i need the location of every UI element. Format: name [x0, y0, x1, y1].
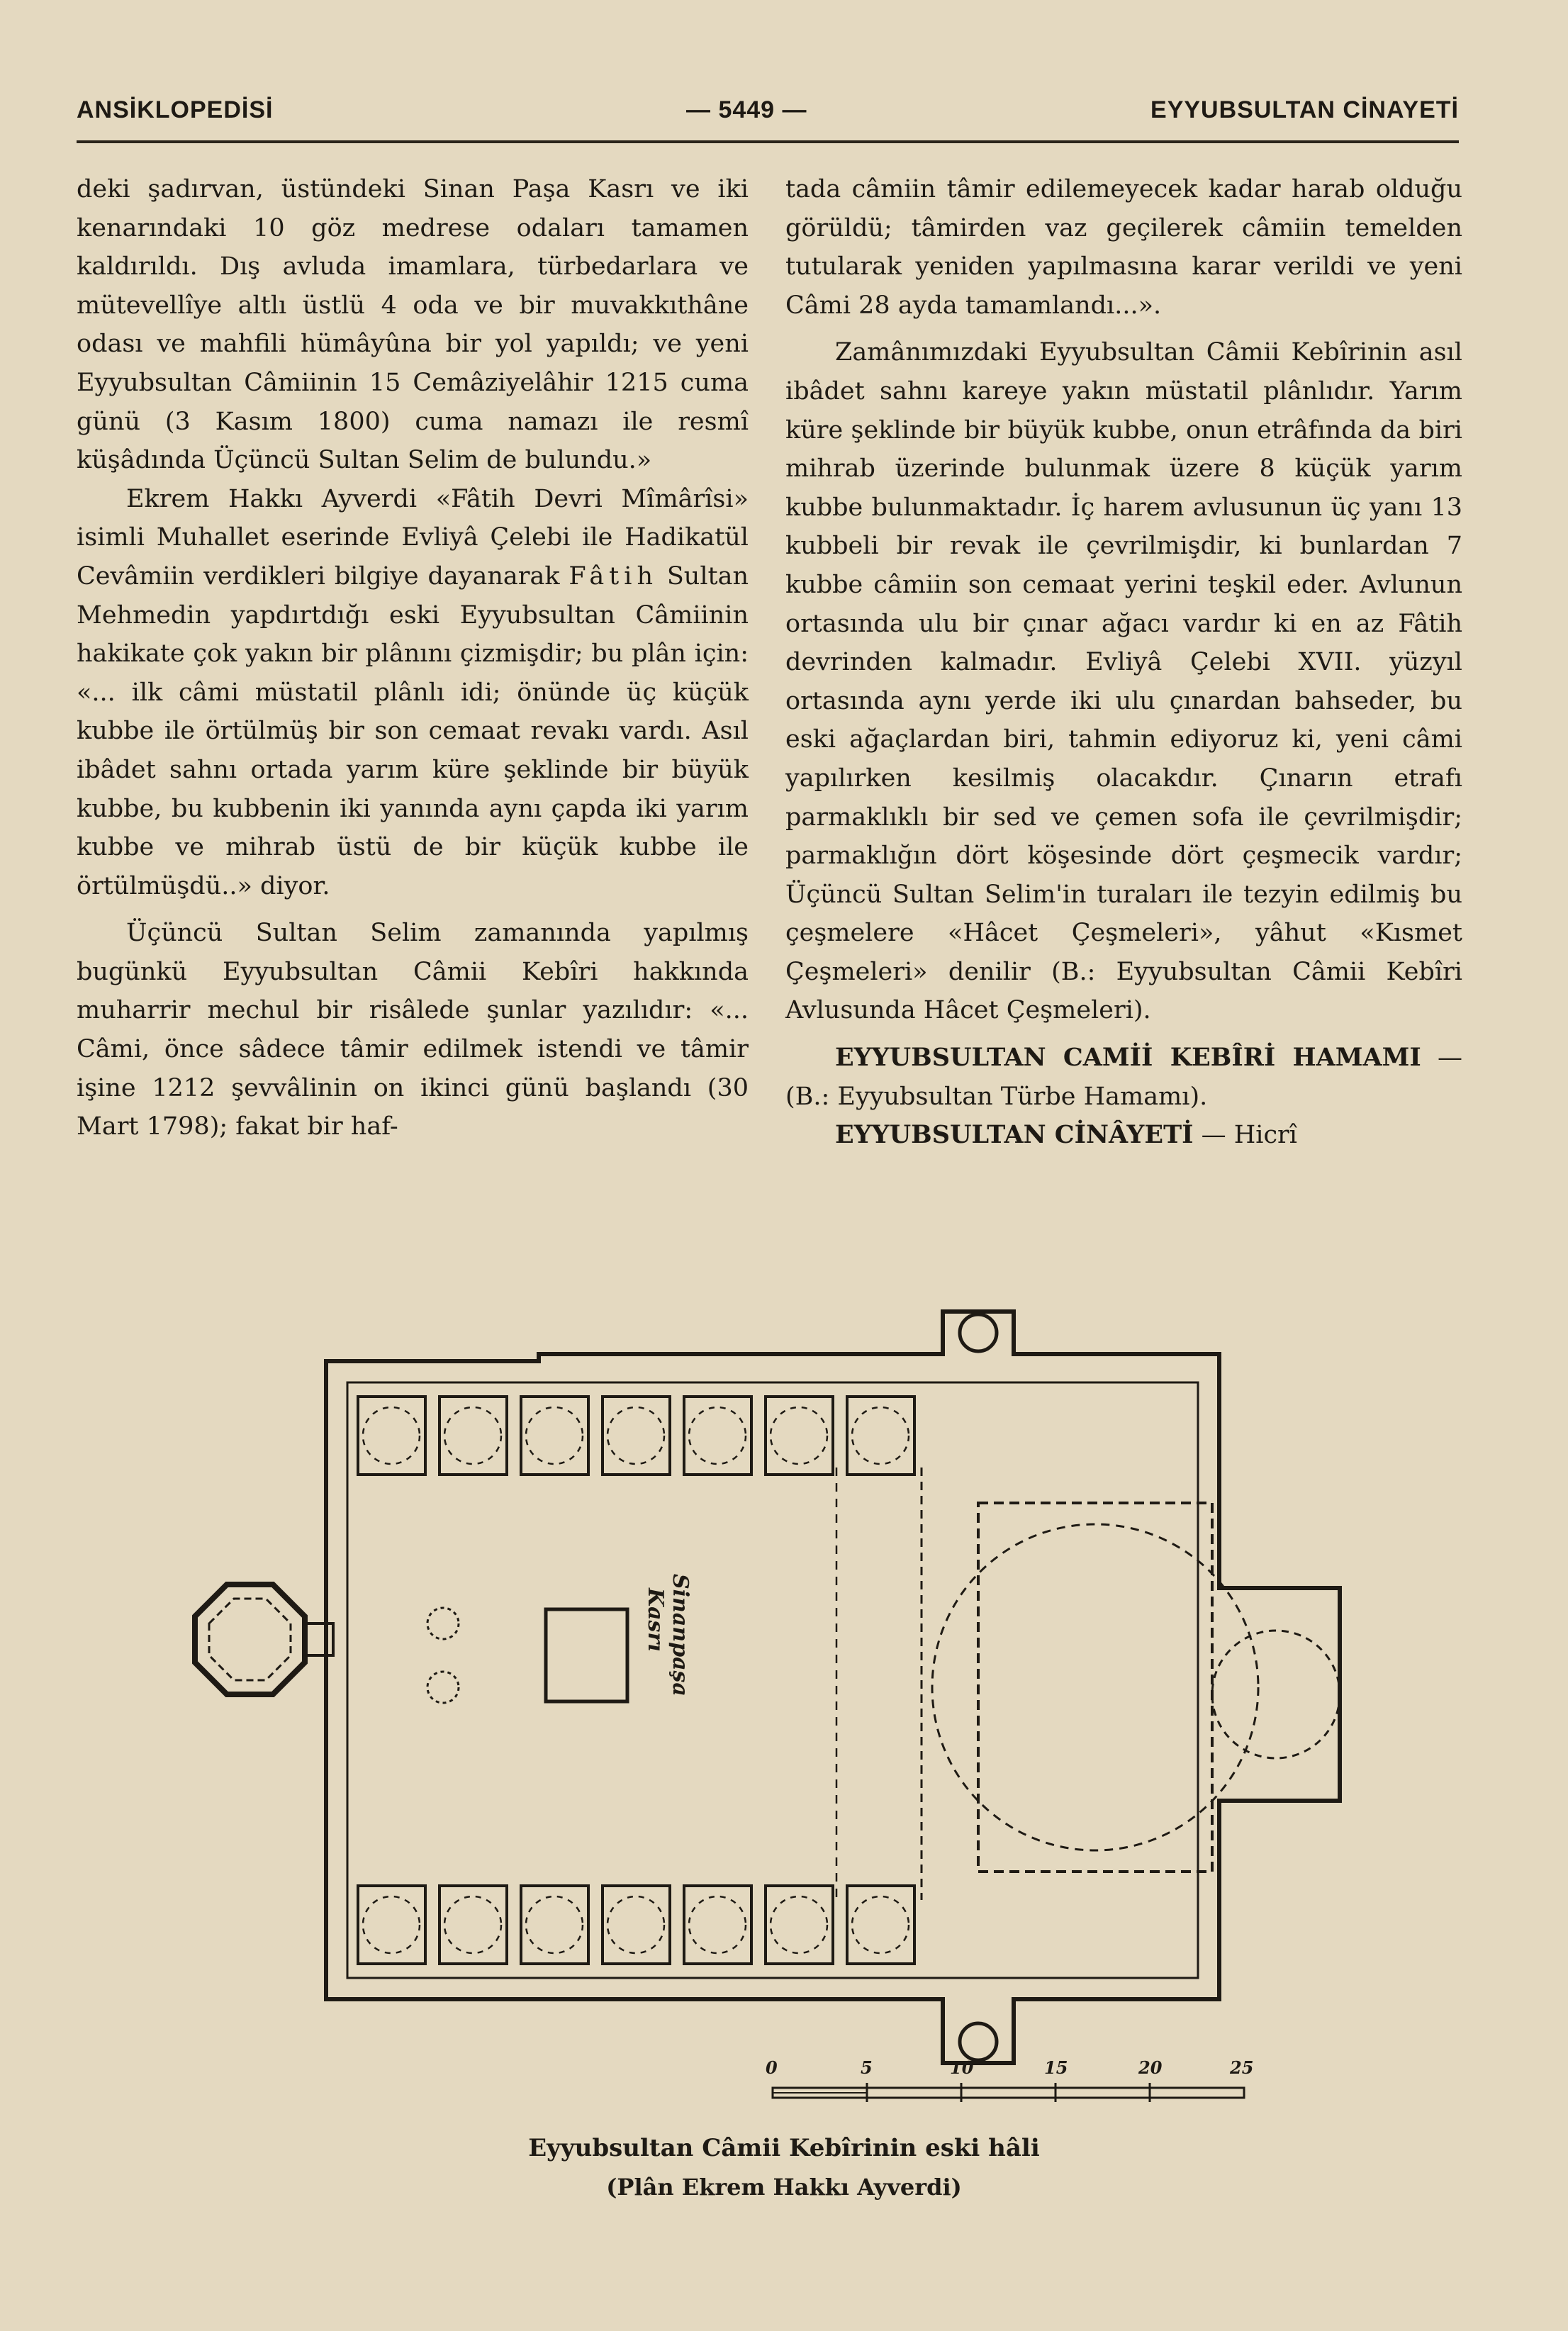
right-column: tada câmiin tâmir edilemeyecek kadar har…	[785, 170, 1462, 1155]
left-column: deki şadırvan, üstündeki Sinan Paşa Kasr…	[77, 170, 749, 1146]
left-paragraph-1: deki şadırvan, üstündeki Sinan Paşa Kasr…	[77, 175, 749, 475]
scale-label-25: 25	[1229, 2057, 1253, 2078]
left-paragraph-2-start: Ekrem Hakkı Ayverdi «Fâtih Devri Mîmârîs…	[77, 484, 749, 591]
scale-label-10: 10	[950, 2057, 974, 2078]
plan-bottom-rooms	[357, 1884, 916, 1965]
entry-cinayeti: EYYUBSULTAN CİNÂYETİ — Hicrî	[785, 1116, 1462, 1155]
plan-minaret-bottom	[958, 2021, 999, 2062]
plan-label-line1: Sinanpaşa	[668, 1574, 693, 1696]
right-paragraph-1: tada câmiin tâmir edilemeyecek kadar har…	[785, 175, 1462, 320]
left-paragraph-3: Üçüncü Sultan Selim zamanında yapılmış b…	[77, 919, 749, 1141]
plan-octagon-kiosk	[192, 1582, 308, 1697]
left-paragraph-2: Ekrem Hakkı Ayverdi «Fâtih Devri Mîmârîs…	[77, 480, 749, 906]
running-header: ANSİKLOPEDİSİ — 5449 — EYYUBSULTAN CİNAY…	[77, 91, 1459, 133]
figure-caption: Eyyubsultan Câmii Kebîrinin eski hâli	[528, 2134, 1040, 2162]
header-right-title: EYYUBSULTAN CİNAYETİ	[1150, 96, 1459, 123]
plan-outer-wall	[324, 1309, 1342, 2065]
header-left-title: ANSİKLOPEDİSİ	[77, 96, 274, 123]
page-number: — 5449 —	[686, 96, 807, 123]
scale-label-5: 5	[861, 2057, 873, 2078]
mosque-floor-plan: Sinanpaşa Kasrı 0 5 10 15 20 25	[192, 1309, 1342, 2102]
plan-minaret-top	[958, 1312, 999, 1353]
plan-scale-bar	[771, 2083, 1245, 2102]
entry-cinayeti-heading: EYYUBSULTAN CİNÂYETİ	[835, 1120, 1194, 1150]
left-paragraph-2-end: Sultan Mehmedin yapdırtdığı eski Eyyubsu…	[77, 561, 749, 900]
right-paragraph-2: Zamânımızdaki Eyyubsultan Câmii Kebîrini…	[785, 338, 1462, 1025]
plan-main-dome	[931, 1523, 1260, 1852]
scale-label-20: 20	[1138, 2057, 1163, 2078]
figure-credit: (Plân Ekrem Hakkı Ayverdi)	[606, 2174, 962, 2201]
spaced-name-fatih: Fâtih	[569, 561, 658, 591]
header-rule	[77, 140, 1459, 143]
plan-inner-wall	[346, 1381, 1199, 1979]
entry-hamam-heading: EYYUBSULTAN CAMİİ KEBÎRİ HAMAMI	[835, 1043, 1421, 1073]
scale-label-15: 15	[1044, 2057, 1068, 2078]
plan-kiosk-connector	[303, 1622, 335, 1657]
scale-label-0: 0	[766, 2057, 778, 2078]
entry-hamam-text: — (B.: Eyyubsultan Türbe Hamamı).	[785, 1044, 1462, 1111]
plan-top-rooms	[357, 1395, 916, 1476]
entry-cinayeti-text: — Hicrî	[1193, 1121, 1297, 1150]
plan-sinanpasa-kiosk	[544, 1607, 629, 1704]
plan-mihrab-dome	[1211, 1629, 1341, 1760]
plan-prayer-hall	[977, 1502, 1214, 1873]
plan-label-line2: Kasrı	[643, 1587, 668, 1652]
entry-hamam: EYYUBSULTAN CAMİİ KEBÎRİ HAMAMI — (B.: E…	[785, 1039, 1462, 1116]
